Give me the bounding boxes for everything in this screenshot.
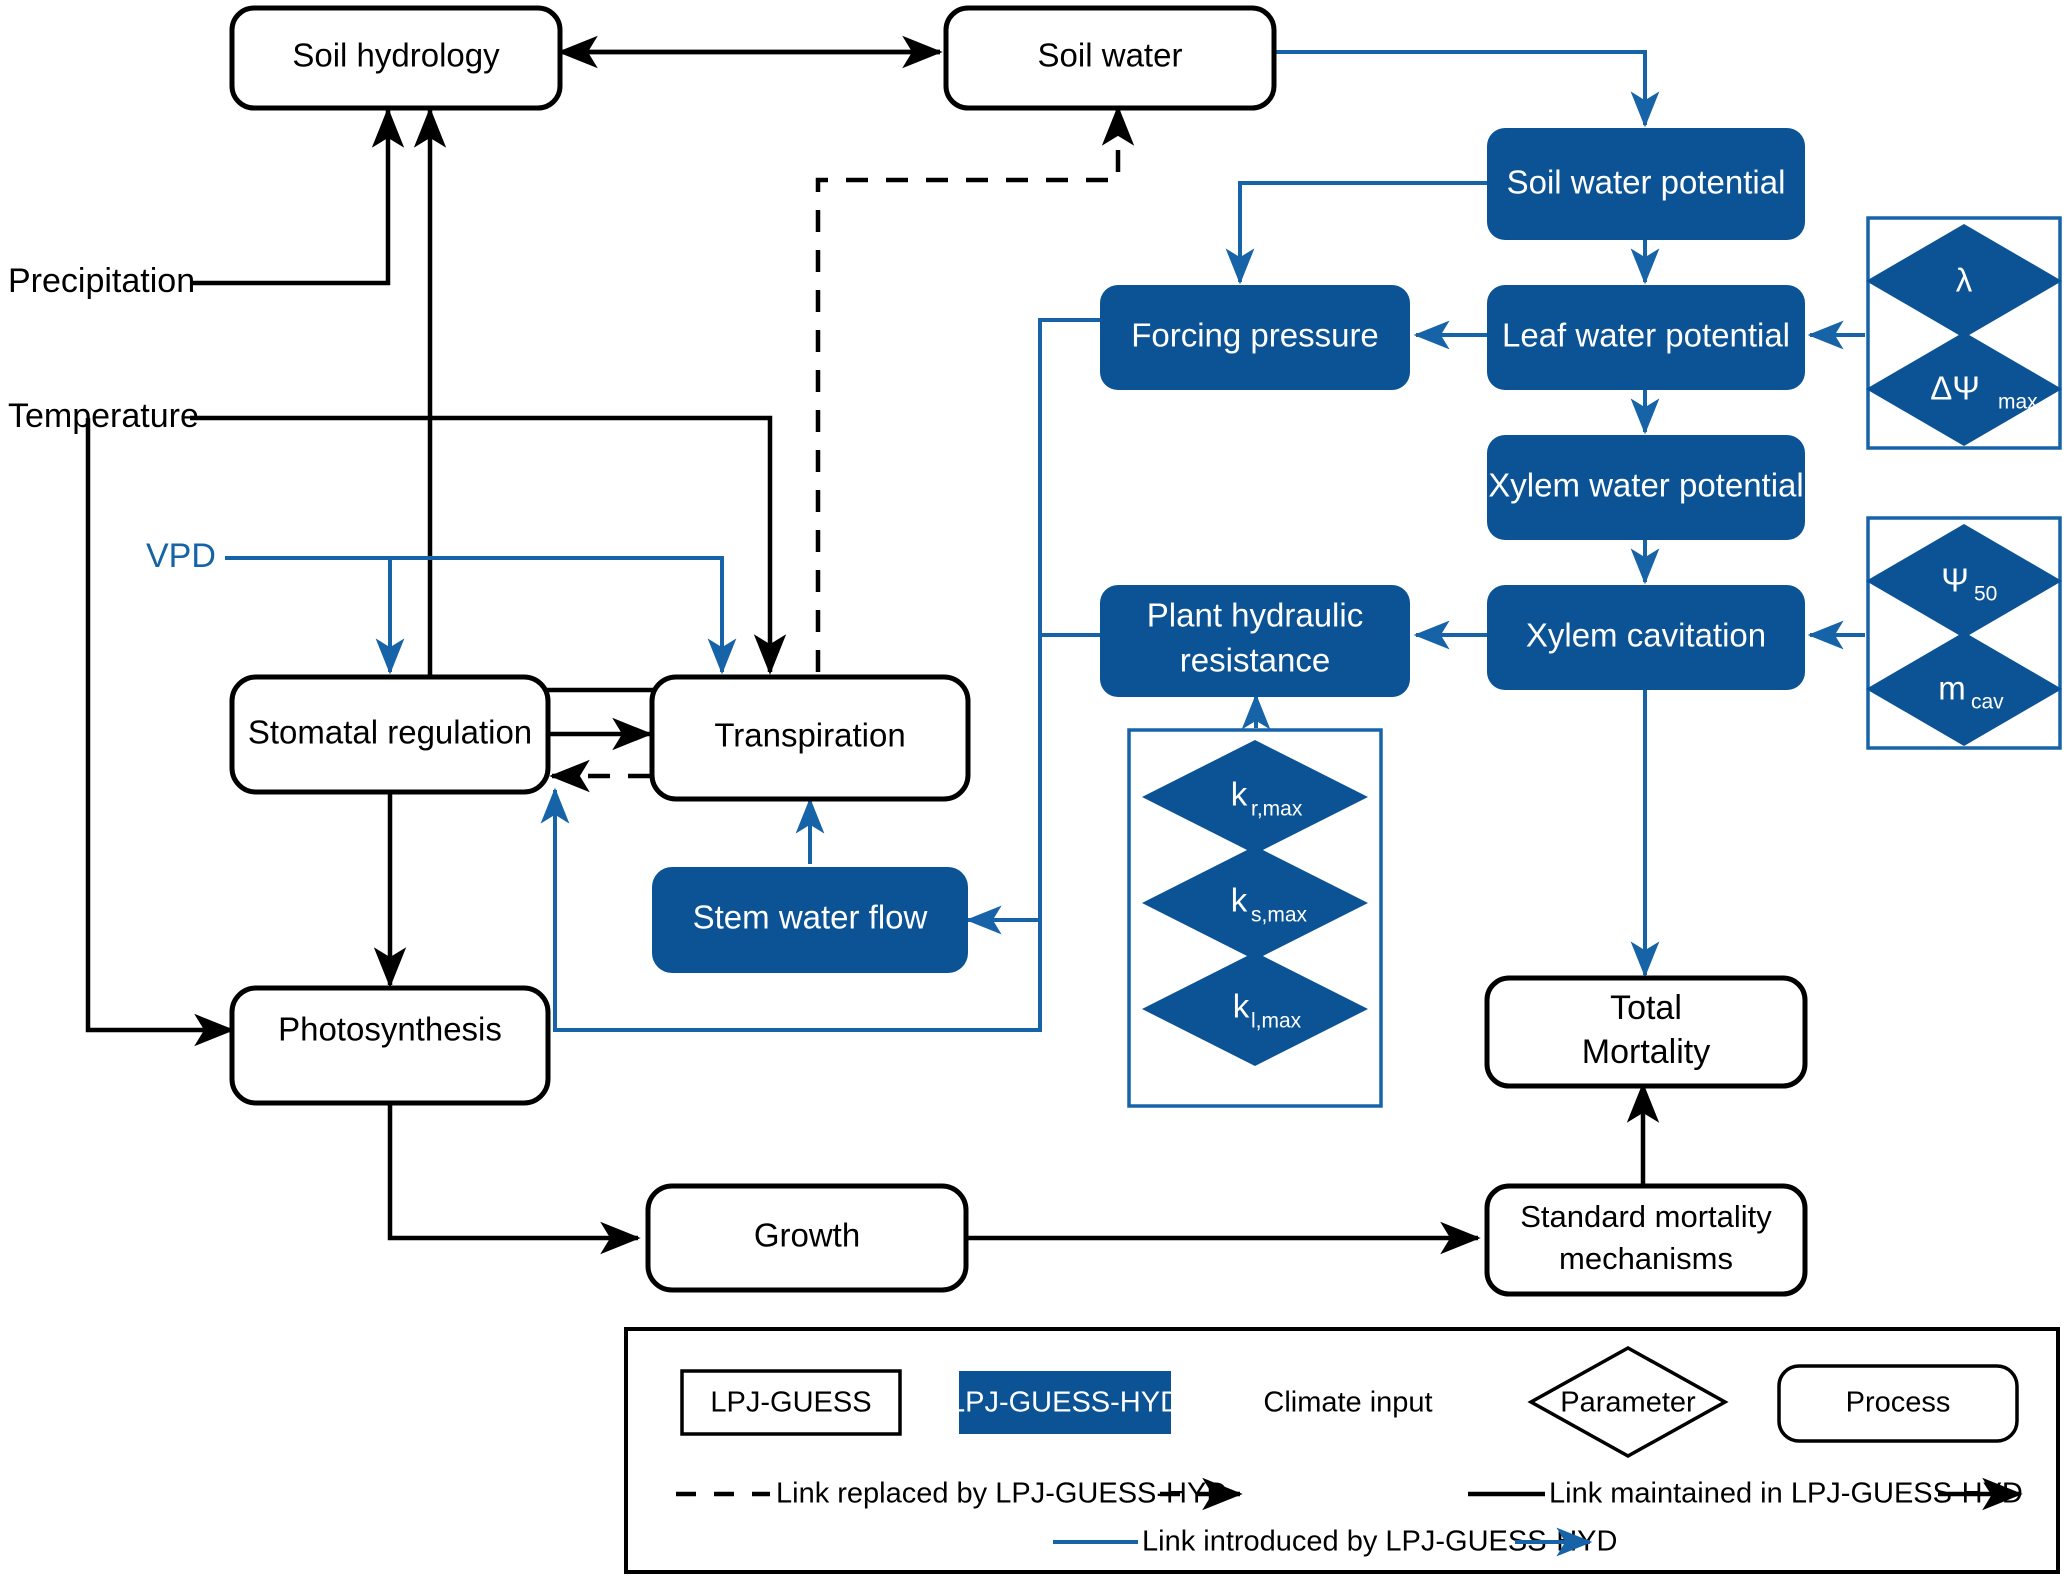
node-standard-mortality-mechanisms[interactable]: Standard mortality mechanisms	[1484, 1183, 1808, 1297]
node-label: Stomatal regulation	[248, 714, 532, 751]
parameter-kl-max[interactable]: k l,max	[1142, 952, 1368, 1066]
parameter-subscript: r,max	[1251, 798, 1303, 821]
parameter-group-conductance: k r,max k s,max k l,max	[1127, 728, 1383, 1108]
node-stem-water-flow[interactable]: Stem water flow	[652, 867, 968, 973]
node-label-line2: resistance	[1180, 642, 1330, 679]
parameter-label: Ψ	[1941, 562, 1969, 599]
node-soil-water[interactable]: Soil water	[943, 5, 1277, 111]
parameter-kr-max[interactable]: k r,max	[1142, 740, 1368, 854]
node-stomatal-regulation[interactable]: Stomatal regulation	[229, 674, 551, 795]
node-transpiration[interactable]: Transpiration	[649, 674, 971, 802]
node-plant-hydraulic-resistance[interactable]: Plant hydraulic resistance	[1100, 585, 1410, 697]
node-leaf-water-potential[interactable]: Leaf water potential	[1487, 285, 1805, 390]
node-label: Stem water flow	[693, 899, 928, 936]
node-label: Forcing pressure	[1131, 317, 1379, 354]
links-replaced	[549, 105, 1135, 793]
legend-item-lpj-guess: LPJ-GUESS	[680, 1369, 902, 1436]
link-forcingpressure-to-photosynthesis	[540, 318, 1105, 1032]
node-label-line1: Standard mortality	[1520, 1199, 1772, 1234]
legend: LPJ-GUESS LPJ-GUESS-HYD Climate input Pa…	[624, 1327, 2060, 1574]
link-soilwater-to-soilwaterpotential	[1274, 50, 1660, 128]
parameter-label: k	[1233, 988, 1250, 1025]
climate-input-vpd: VPD	[146, 537, 216, 575]
parameter-subscript: l,max	[1251, 1010, 1302, 1033]
link-vpd-to-transpiration	[390, 556, 737, 675]
node-label: Photosynthesis	[278, 1011, 502, 1048]
legend-item-climate-input: Climate input	[1263, 1387, 1432, 1419]
legend-item-link-replaced: Link replaced by LPJ-GUESS-HYD	[676, 1478, 1243, 1511]
parameter-subscript: 50	[1974, 583, 1997, 606]
legend-label: Process	[1846, 1387, 1951, 1419]
node-label: Leaf water potential	[1502, 317, 1790, 354]
parameter-subscript: cav	[1971, 691, 2004, 714]
node-forcing-pressure[interactable]: Forcing pressure	[1100, 285, 1410, 390]
node-photosynthesis[interactable]: Photosynthesis	[229, 985, 551, 1106]
link-temperature-to-transpiration	[190, 415, 787, 675]
parameter-label: m	[1938, 670, 1966, 707]
legend-item-link-introduced: Link introduced by LPJ-GUESS-HYD	[1053, 1526, 1617, 1558]
link-transpiration-to-soilwater-dashed	[815, 105, 1135, 672]
legend-item-link-maintained: Link maintained in LPJ-GUESS-HYD	[1468, 1478, 2023, 1511]
parameter-psi-50[interactable]: Ψ 50	[1866, 524, 2062, 638]
node-label-line2: mechanisms	[1559, 1241, 1733, 1276]
node-label: Transpiration	[714, 717, 905, 754]
parameter-m-cav[interactable]: m cav	[1866, 632, 2062, 746]
legend-item-process: Process	[1777, 1364, 2019, 1443]
node-label-line2: Mortality	[1582, 1033, 1710, 1071]
parameter-label: ΔΨ	[1930, 370, 1980, 407]
node-xylem-cavitation[interactable]: Xylem cavitation	[1487, 585, 1805, 690]
node-label: Xylem water potential	[1488, 467, 1803, 504]
node-growth[interactable]: Growth	[645, 1183, 969, 1293]
node-label: Growth	[754, 1217, 860, 1254]
node-label: Soil water potential	[1507, 164, 1786, 201]
parameter-label: k	[1231, 776, 1248, 813]
parameter-ks-max[interactable]: k s,max	[1142, 846, 1368, 960]
legend-item-lpj-guess-hyd: LPJ-GUESS-HYD	[949, 1371, 1181, 1434]
link-precipitation-to-soilhydrology	[190, 107, 405, 286]
parameter-lambda[interactable]: λ	[1866, 224, 2062, 338]
climate-input-temperature: Temperature	[8, 397, 199, 435]
node-label: Soil hydrology	[292, 37, 500, 74]
parameter-label: λ	[1956, 262, 1973, 299]
link-temperature-to-photosynthesis	[85, 418, 235, 1047]
link-photosynthesis-to-growth	[387, 1075, 641, 1255]
node-label-line1: Total	[1610, 989, 1682, 1027]
parameter-subscript: s,max	[1251, 904, 1308, 927]
legend-label: LPJ-GUESS	[710, 1387, 871, 1419]
parameter-label: k	[1231, 882, 1248, 919]
parameter-group-leaf: λ ΔΨ max	[1866, 216, 2062, 450]
parameter-dpsi-max[interactable]: ΔΨ max	[1866, 332, 2062, 446]
climate-input-precipitation: Precipitation	[8, 262, 195, 300]
legend-label: Parameter	[1560, 1387, 1696, 1419]
legend-label: Climate input	[1263, 1387, 1432, 1419]
parameter-subscript: max	[1998, 391, 2038, 414]
legend-item-parameter: Parameter	[1527, 1345, 1729, 1459]
node-soil-hydrology[interactable]: Soil hydrology	[229, 5, 563, 111]
node-soil-water-potential[interactable]: Soil water potential	[1487, 128, 1805, 240]
node-xylem-water-potential[interactable]: Xylem water potential	[1487, 435, 1805, 540]
node-label: Soil water	[1038, 37, 1183, 74]
node-total-mortality[interactable]: Total Mortality	[1484, 975, 1808, 1089]
legend-label: LPJ-GUESS-HYD	[949, 1387, 1181, 1419]
links-introduced	[225, 50, 1865, 1032]
parameter-group-cavitation: Ψ 50 m cav	[1866, 516, 2062, 750]
node-label-line1: Plant hydraulic	[1147, 597, 1363, 634]
node-label: Xylem cavitation	[1526, 617, 1766, 654]
legend-label: Link replaced by LPJ-GUESS-HYD	[776, 1478, 1227, 1510]
link-soilwaterpotential-to-forcingpressure	[1225, 181, 1487, 285]
